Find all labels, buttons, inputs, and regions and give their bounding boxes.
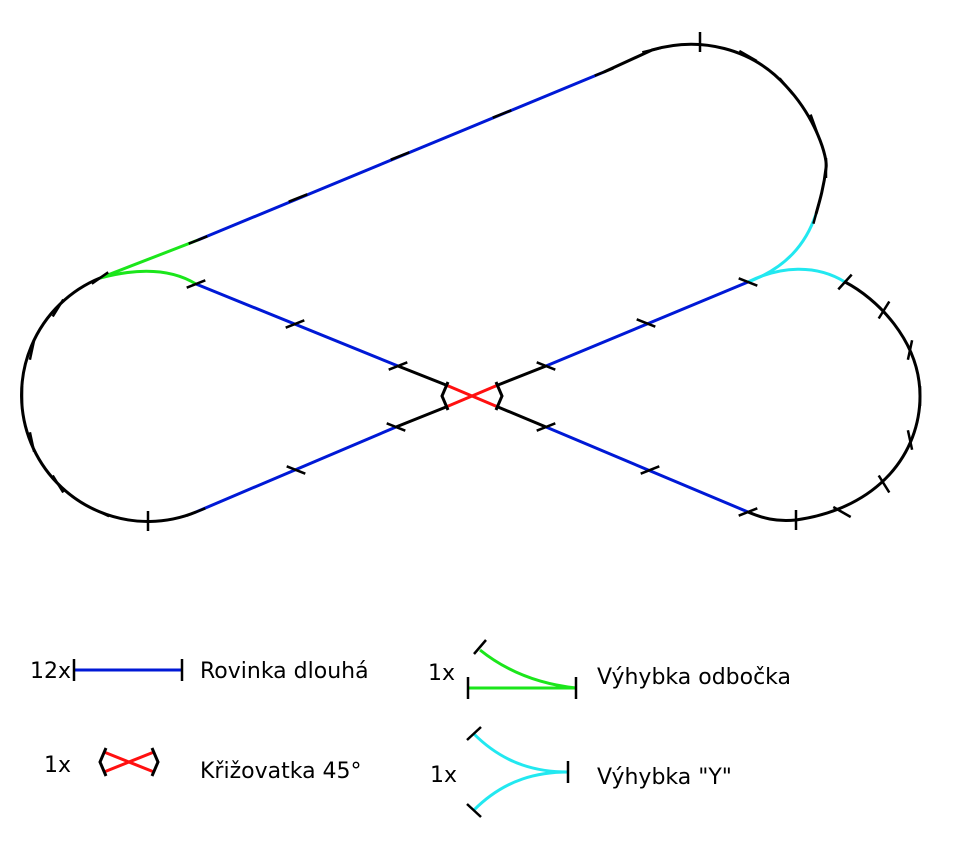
track-joint-tick	[536, 422, 556, 432]
track-joint-tick	[877, 474, 891, 494]
track-layout	[20, 32, 922, 531]
diagonal-a-straight-left	[195, 282, 399, 368]
track-joint-tick	[809, 114, 819, 134]
track-joint-tick	[636, 318, 656, 328]
legend-item-crossing: 1x Křižovatka 45°	[44, 747, 362, 784]
crossing-45	[440, 381, 504, 411]
legend-label-straight-long: Rovinka dlouhá	[200, 659, 369, 684]
right-loop-curve	[747, 280, 922, 522]
track-joint-tick	[186, 279, 206, 289]
track-joint-tick	[536, 361, 556, 371]
legend-tick	[473, 639, 487, 655]
diagonal-b-short-right	[497, 364, 547, 387]
track-joint-tick	[288, 193, 308, 203]
legend-item-straight-long: 12x Rovinka dlouhá	[30, 659, 369, 684]
track-joint-tick	[286, 465, 306, 475]
track-joint-tick	[640, 465, 660, 475]
legend-label-turnout-branch: Výhybka odbočka	[597, 665, 791, 690]
legend-count-turnout-branch: 1x	[428, 661, 455, 686]
legend-count-turnout-y: 1x	[430, 763, 457, 788]
diagonal-a-straight-right	[545, 425, 749, 514]
legend-count-crossing: 1x	[44, 753, 71, 778]
track-joint-tick	[778, 77, 794, 95]
track-joint-tick	[28, 431, 36, 453]
track-joint-tick	[877, 300, 891, 320]
legend-count-straight-long: 12x	[30, 659, 71, 684]
legend-symbol-crossing-b	[103, 750, 155, 774]
legend-crossing-end-right	[150, 747, 160, 777]
legend-symbol-turnout-curve	[479, 648, 577, 690]
track-joint-tick	[906, 339, 914, 361]
legend-item-turnout-branch: 1x Výhybka odbočka	[428, 639, 791, 699]
legend-tick	[466, 803, 482, 818]
legend-label-crossing: Křižovatka 45°	[200, 759, 362, 784]
track-joint-tick	[832, 505, 852, 519]
track-joint-tick	[186, 507, 206, 517]
diagonal-a-short-left	[397, 364, 447, 387]
legend-tick	[466, 726, 482, 741]
legend-symbol-y-lower	[472, 770, 569, 812]
track-joint-tick	[906, 429, 914, 451]
turnout-branch-curved-leg	[99, 269, 197, 286]
track-joint-tick	[28, 339, 36, 361]
legend-crossing-end-left	[98, 747, 108, 777]
track-joint-tick	[90, 506, 110, 518]
track-joint-tick	[738, 507, 758, 517]
track-joint-tick	[837, 273, 853, 291]
legend-symbol-y-upper	[472, 732, 569, 774]
crossing-end-right	[494, 381, 504, 411]
legend-label-turnout-y: Výhybka "Y"	[597, 765, 732, 790]
legend: 12x Rovinka dlouhá 1x Křižovatka 45° 1x …	[30, 639, 791, 818]
track-joint-tick	[738, 49, 758, 63]
track-joint-tick	[388, 361, 408, 371]
track-joint-tick	[188, 235, 208, 245]
crossing-line-b	[445, 383, 499, 409]
track-segment-ticks	[20, 32, 922, 531]
track-joint-tick	[51, 474, 65, 494]
legend-item-turnout-y: 1x Výhybka "Y"	[430, 726, 732, 818]
diagonal-a-short-right	[497, 405, 547, 429]
track-joint-tick	[641, 46, 663, 54]
turnout-y-right-leg	[747, 267, 846, 284]
track-joint-tick	[285, 319, 305, 329]
track-joint-tick	[91, 271, 109, 285]
track-joint-tick	[386, 422, 406, 432]
crossing-end-left	[440, 381, 450, 411]
track-joint-tick	[492, 109, 512, 119]
track-joint-tick	[738, 277, 758, 287]
track-joint-tick	[812, 203, 820, 225]
track-joint-tick	[390, 151, 410, 161]
upper-right-loop-curve	[603, 42, 828, 215]
track-joint-tick	[51, 298, 65, 318]
track-joint-tick	[594, 67, 614, 77]
left-loop-curve	[20, 276, 197, 523]
turnout-branch-straight-leg	[99, 238, 199, 280]
diagonal-b-short-left	[395, 405, 447, 429]
